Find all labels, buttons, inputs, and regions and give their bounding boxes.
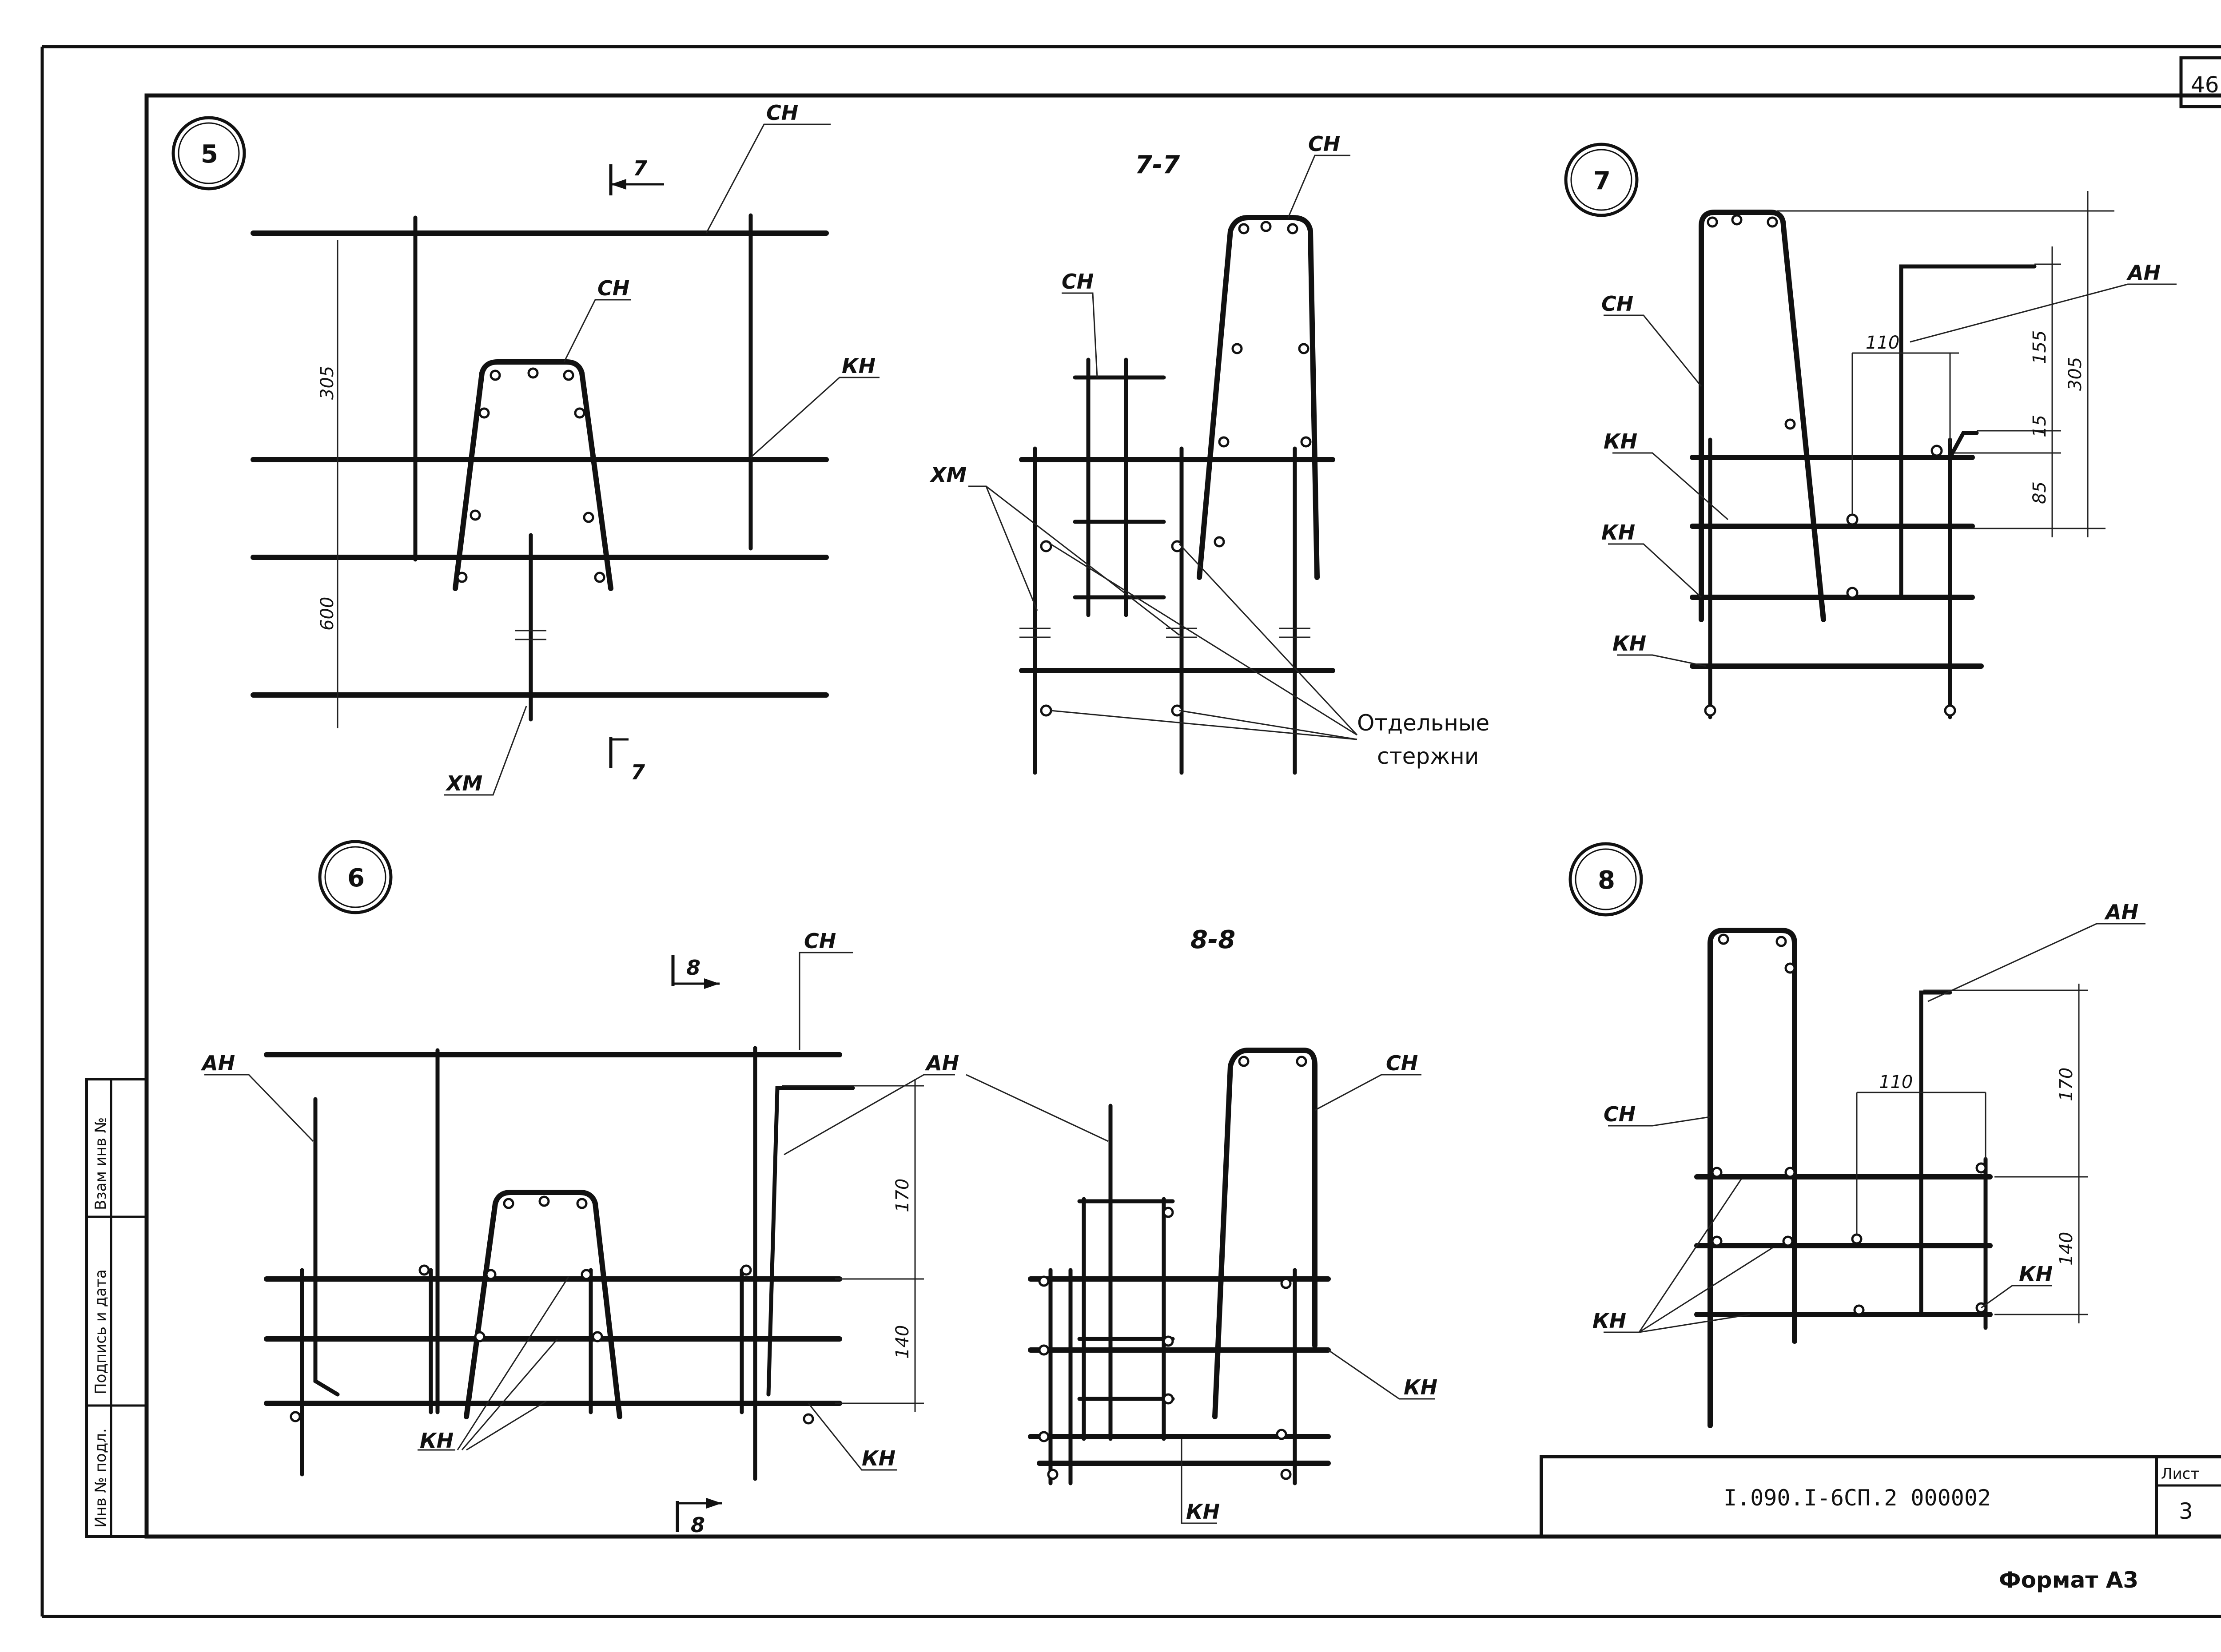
side-stamp: Инв № подл. Подпись и дата Взам инв № [85,1078,148,1538]
view-5-cut-bottom: 7 [631,760,645,784]
view-6-label-an-mid: АН [925,1051,959,1075]
view-6-dim-140: 140 [892,1325,913,1359]
view-5-label-ch2: СН [597,276,629,300]
view-7-dim-85: 85 [2030,481,2050,504]
view-8-dim-170: 170 [2056,1068,2077,1101]
view-7: 7 110 155 305 15 85 [1564,143,2177,719]
title-block: I.090.I-6СП.2 000002 Лист 3 Формат А3 [1540,1455,2221,1593]
section-7-7-label-xm: ХМ [929,463,967,487]
view-8: 8 110 170 140 АН СН [1568,842,2145,1428]
view-5-label-ch: СН [766,101,798,125]
sheet-frame: 46 [40,45,2221,1618]
view-6: 6 170 140 СН [201,840,959,1537]
section-8-8-label-kn-bottom: КН [1186,1500,1220,1524]
view-5-dim-305: 305 [317,366,338,400]
view-6-label-ch: СН [804,929,836,953]
view-7-label-kn3: КН [1612,631,1646,655]
view-7-dim-15: 15 [2030,415,2050,437]
view-6-label-an-left: АН [201,1051,235,1075]
section-7-7-label-ch-small: СН [1062,270,1094,294]
section-7-7-title: 7-7 [1135,151,1180,179]
view-6-cut-bottom: 8 [691,1513,705,1537]
format-label: Формат А3 [1999,1567,2138,1593]
view-8-label-kn-right: КН [2019,1262,2053,1286]
view-8-dim-140: 140 [2056,1232,2077,1266]
view-7-dim-110: 110 [1866,333,1899,353]
page-number: 46 [2191,72,2219,98]
view-8-label-an: АН [2104,900,2138,924]
side-inv-orig: Инв № подл. [92,1428,110,1528]
view-7-marker-number: 7 [1593,167,1611,195]
view-5-marker-number: 5 [201,140,218,169]
section-7-7-note-line2: стержни [1377,743,1479,769]
view-7-label-an: АН [2126,261,2161,285]
view-8-marker [1568,842,1643,917]
view-7-dim-155: 155 [2030,330,2050,364]
section-7-7-note-line1: Отдельные [1357,710,1489,736]
view-5: 5 305 600 СН СН КН ХМ [171,101,880,796]
view-8-marker-number: 8 [1598,866,1615,895]
side-inv-dup: Взам инв № [92,1117,110,1210]
page-number-box [2179,56,2221,108]
view-5-marker [171,116,246,191]
view-5-cut-top: 7 [633,156,647,180]
sheet-label: Лист [2161,1465,2199,1483]
view-8-label-kn-left: КН [1592,1309,1626,1333]
view-5-label-kn: КН [842,354,876,378]
view-5-label-xm: ХМ [445,771,482,795]
view-7-label-kn2: КН [1601,520,1635,544]
view-7-marker [1564,143,1639,217]
section-8-8-title: 8-8 [1190,925,1235,954]
section-7-7: 7-7 СН СН [929,132,1489,775]
view-6-dim-170: 170 [892,1179,913,1212]
view-7-dim-305: 305 [2065,357,2086,391]
view-8-dim-110: 110 [1879,1072,1913,1092]
side-sign-date: Подпись и дата [92,1269,110,1394]
view-7-label-kn1: КН [1604,429,1637,453]
view-6-label-kn-left: КН [420,1429,454,1453]
section-7-7-label-ch-top: СН [1308,132,1340,156]
doc-code: I.090.I-6СП.2 000002 [1723,1485,1991,1511]
view-6-label-kn-right: КН [862,1446,896,1470]
view-7-label-ch: СН [1601,292,1633,316]
section-8-8: 8-8 СН КН КН [966,925,1437,1524]
view-6-marker-number: 6 [347,864,365,893]
view-6-marker [318,840,393,914]
view-5-dim-600: 600 [317,597,338,631]
sheet-number: 3 [2179,1498,2193,1524]
view-8-label-ch: СН [1604,1102,1636,1126]
section-8-8-label-kn-right: КН [1404,1375,1437,1399]
section-8-8-label-ch: СН [1386,1051,1418,1075]
view-6-cut-top: 8 [686,956,701,980]
